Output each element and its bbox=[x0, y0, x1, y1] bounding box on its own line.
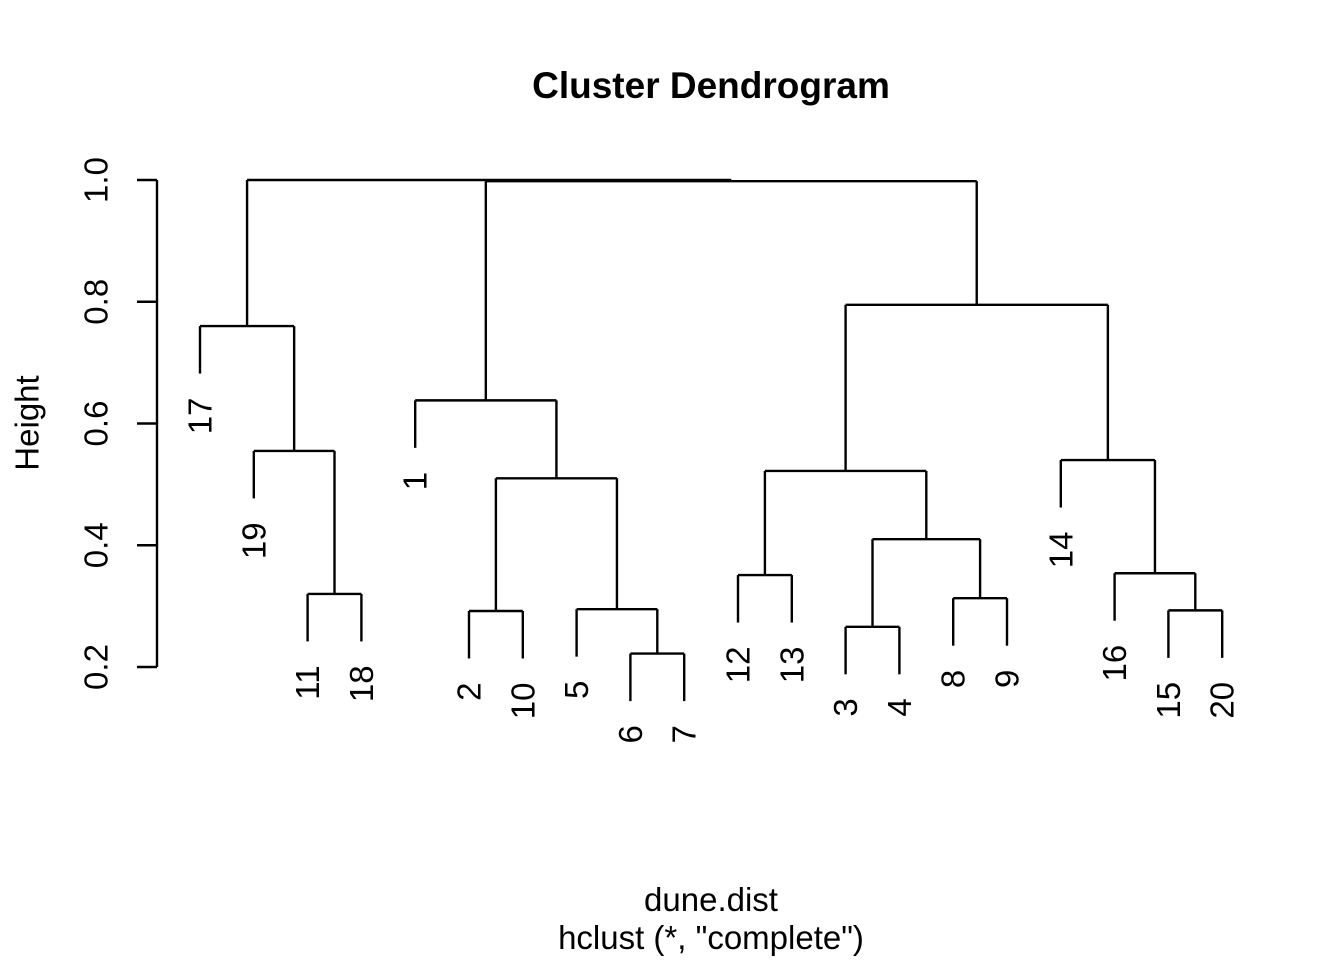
x-axis-caption-line1: dune.dist bbox=[644, 881, 778, 918]
leaf-label: 14 bbox=[1042, 532, 1079, 569]
y-axis-tick-label: 0.2 bbox=[78, 644, 115, 690]
y-axis-tick-label: 0.6 bbox=[78, 401, 115, 447]
y-axis-tick-label: 0.4 bbox=[78, 522, 115, 568]
leaf-label: 6 bbox=[612, 725, 649, 743]
x-axis-caption-line2: hclust (*, "complete") bbox=[558, 919, 864, 956]
leaf-label: 16 bbox=[1096, 645, 1133, 682]
leaf-label: 18 bbox=[343, 665, 380, 702]
leaf-label: 11 bbox=[289, 665, 326, 699]
leaf-label: 2 bbox=[451, 682, 488, 700]
leaf-label: 13 bbox=[773, 647, 810, 684]
leaf-label: 19 bbox=[235, 522, 272, 559]
leaf-label: 12 bbox=[720, 647, 757, 684]
leaf-label: 17 bbox=[182, 398, 219, 435]
leaf-label: 5 bbox=[558, 681, 595, 699]
y-axis: 1.0 0.8 0.6 0.4 0.2 bbox=[78, 157, 159, 690]
leaf-label: 1 bbox=[397, 472, 434, 490]
leaf-label: 15 bbox=[1150, 682, 1187, 719]
plot-title: Cluster Dendrogram bbox=[532, 65, 890, 106]
leaf-label: 3 bbox=[827, 698, 864, 716]
leaf-label: 7 bbox=[666, 725, 703, 743]
y-axis-label: Height bbox=[9, 375, 46, 470]
leaf-label: 4 bbox=[881, 698, 918, 716]
y-axis-tick-label: 1.0 bbox=[78, 157, 115, 203]
leaf-label: 9 bbox=[989, 670, 1026, 688]
leaf-label: 8 bbox=[935, 670, 972, 688]
y-axis-tick-label: 0.8 bbox=[78, 279, 115, 325]
leaf-label: 10 bbox=[504, 682, 541, 719]
leaf-label: 20 bbox=[1204, 682, 1241, 719]
